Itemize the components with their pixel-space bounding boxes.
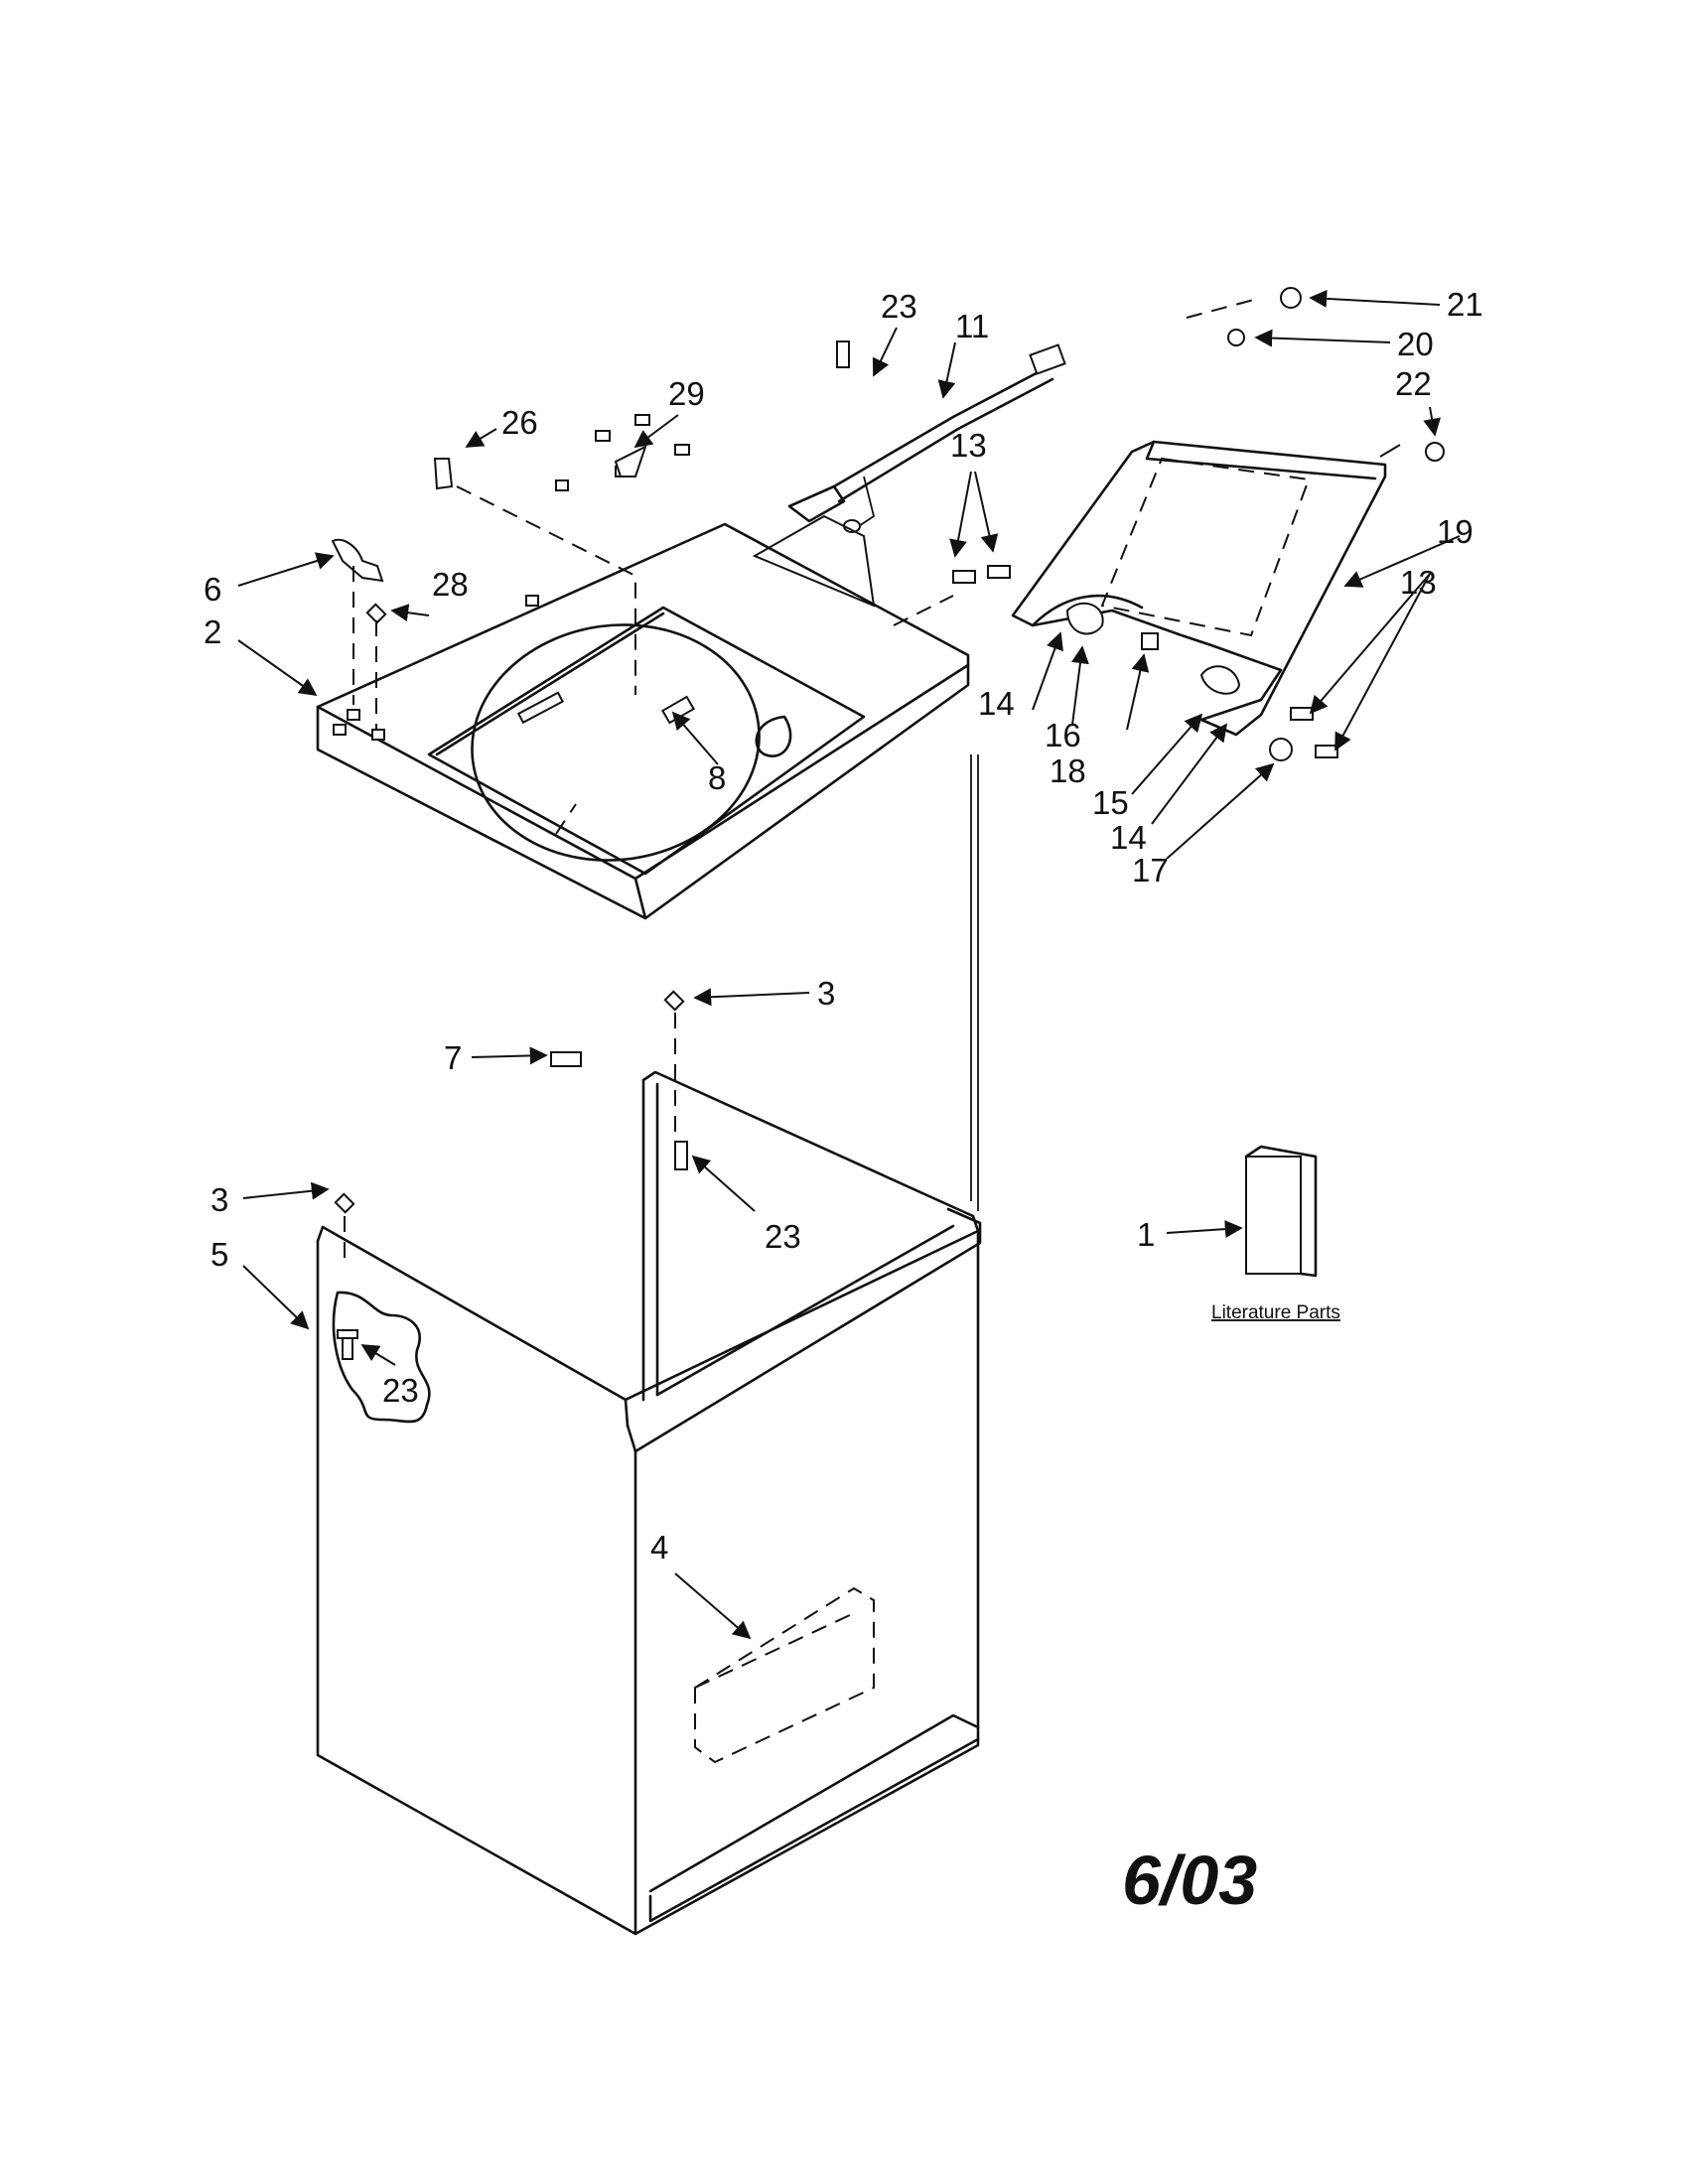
callout-17: 17 — [1132, 852, 1169, 888]
callout-19: 19 — [1437, 513, 1474, 550]
lid — [1011, 440, 1387, 737]
leader-lines — [237, 289, 1461, 1640]
callout-5: 5 — [210, 1236, 228, 1273]
callout-23-mid: 23 — [765, 1218, 801, 1255]
revision-date: 6/03 — [1122, 1842, 1257, 1919]
callout-3-top: 3 — [817, 975, 835, 1012]
callout-11: 11 — [955, 308, 989, 344]
callout-22: 22 — [1395, 365, 1432, 402]
callout-23-top: 23 — [881, 288, 917, 325]
assembly-lines — [344, 297, 1262, 1261]
callout-15: 15 — [1092, 784, 1129, 821]
callout-13b: 13 — [1400, 564, 1437, 601]
callout-21: 21 — [1447, 286, 1483, 323]
callout-4: 4 — [650, 1529, 668, 1566]
small-parts — [331, 287, 1445, 1278]
callout-13a: 13 — [950, 427, 987, 464]
callout-1: 1 — [1137, 1216, 1155, 1253]
callout-14a: 14 — [978, 685, 1015, 722]
callout-2: 2 — [204, 614, 221, 650]
callout-18: 18 — [1050, 752, 1086, 789]
callout-29: 29 — [668, 375, 705, 412]
callout-8: 8 — [708, 759, 726, 796]
literature-parts-label: Literature Parts — [1211, 1302, 1340, 1323]
callout-23-cutaway: 23 — [382, 1372, 419, 1409]
callout-7: 7 — [444, 1039, 462, 1076]
cabinet — [316, 754, 982, 1936]
callout-26: 26 — [501, 404, 538, 441]
callout-6: 6 — [204, 571, 221, 608]
callout-20: 20 — [1397, 326, 1434, 362]
callout-28: 28 — [432, 566, 469, 603]
callout-14b: 14 — [1110, 819, 1147, 856]
top-panel — [316, 414, 970, 920]
callout-16: 16 — [1045, 717, 1081, 753]
callouts: 21 20 22 19 13 13 11 23 29 26 6 28 2 8 1… — [204, 286, 1483, 1919]
callout-3-left: 3 — [210, 1181, 228, 1218]
switch-harness — [752, 343, 1066, 608]
